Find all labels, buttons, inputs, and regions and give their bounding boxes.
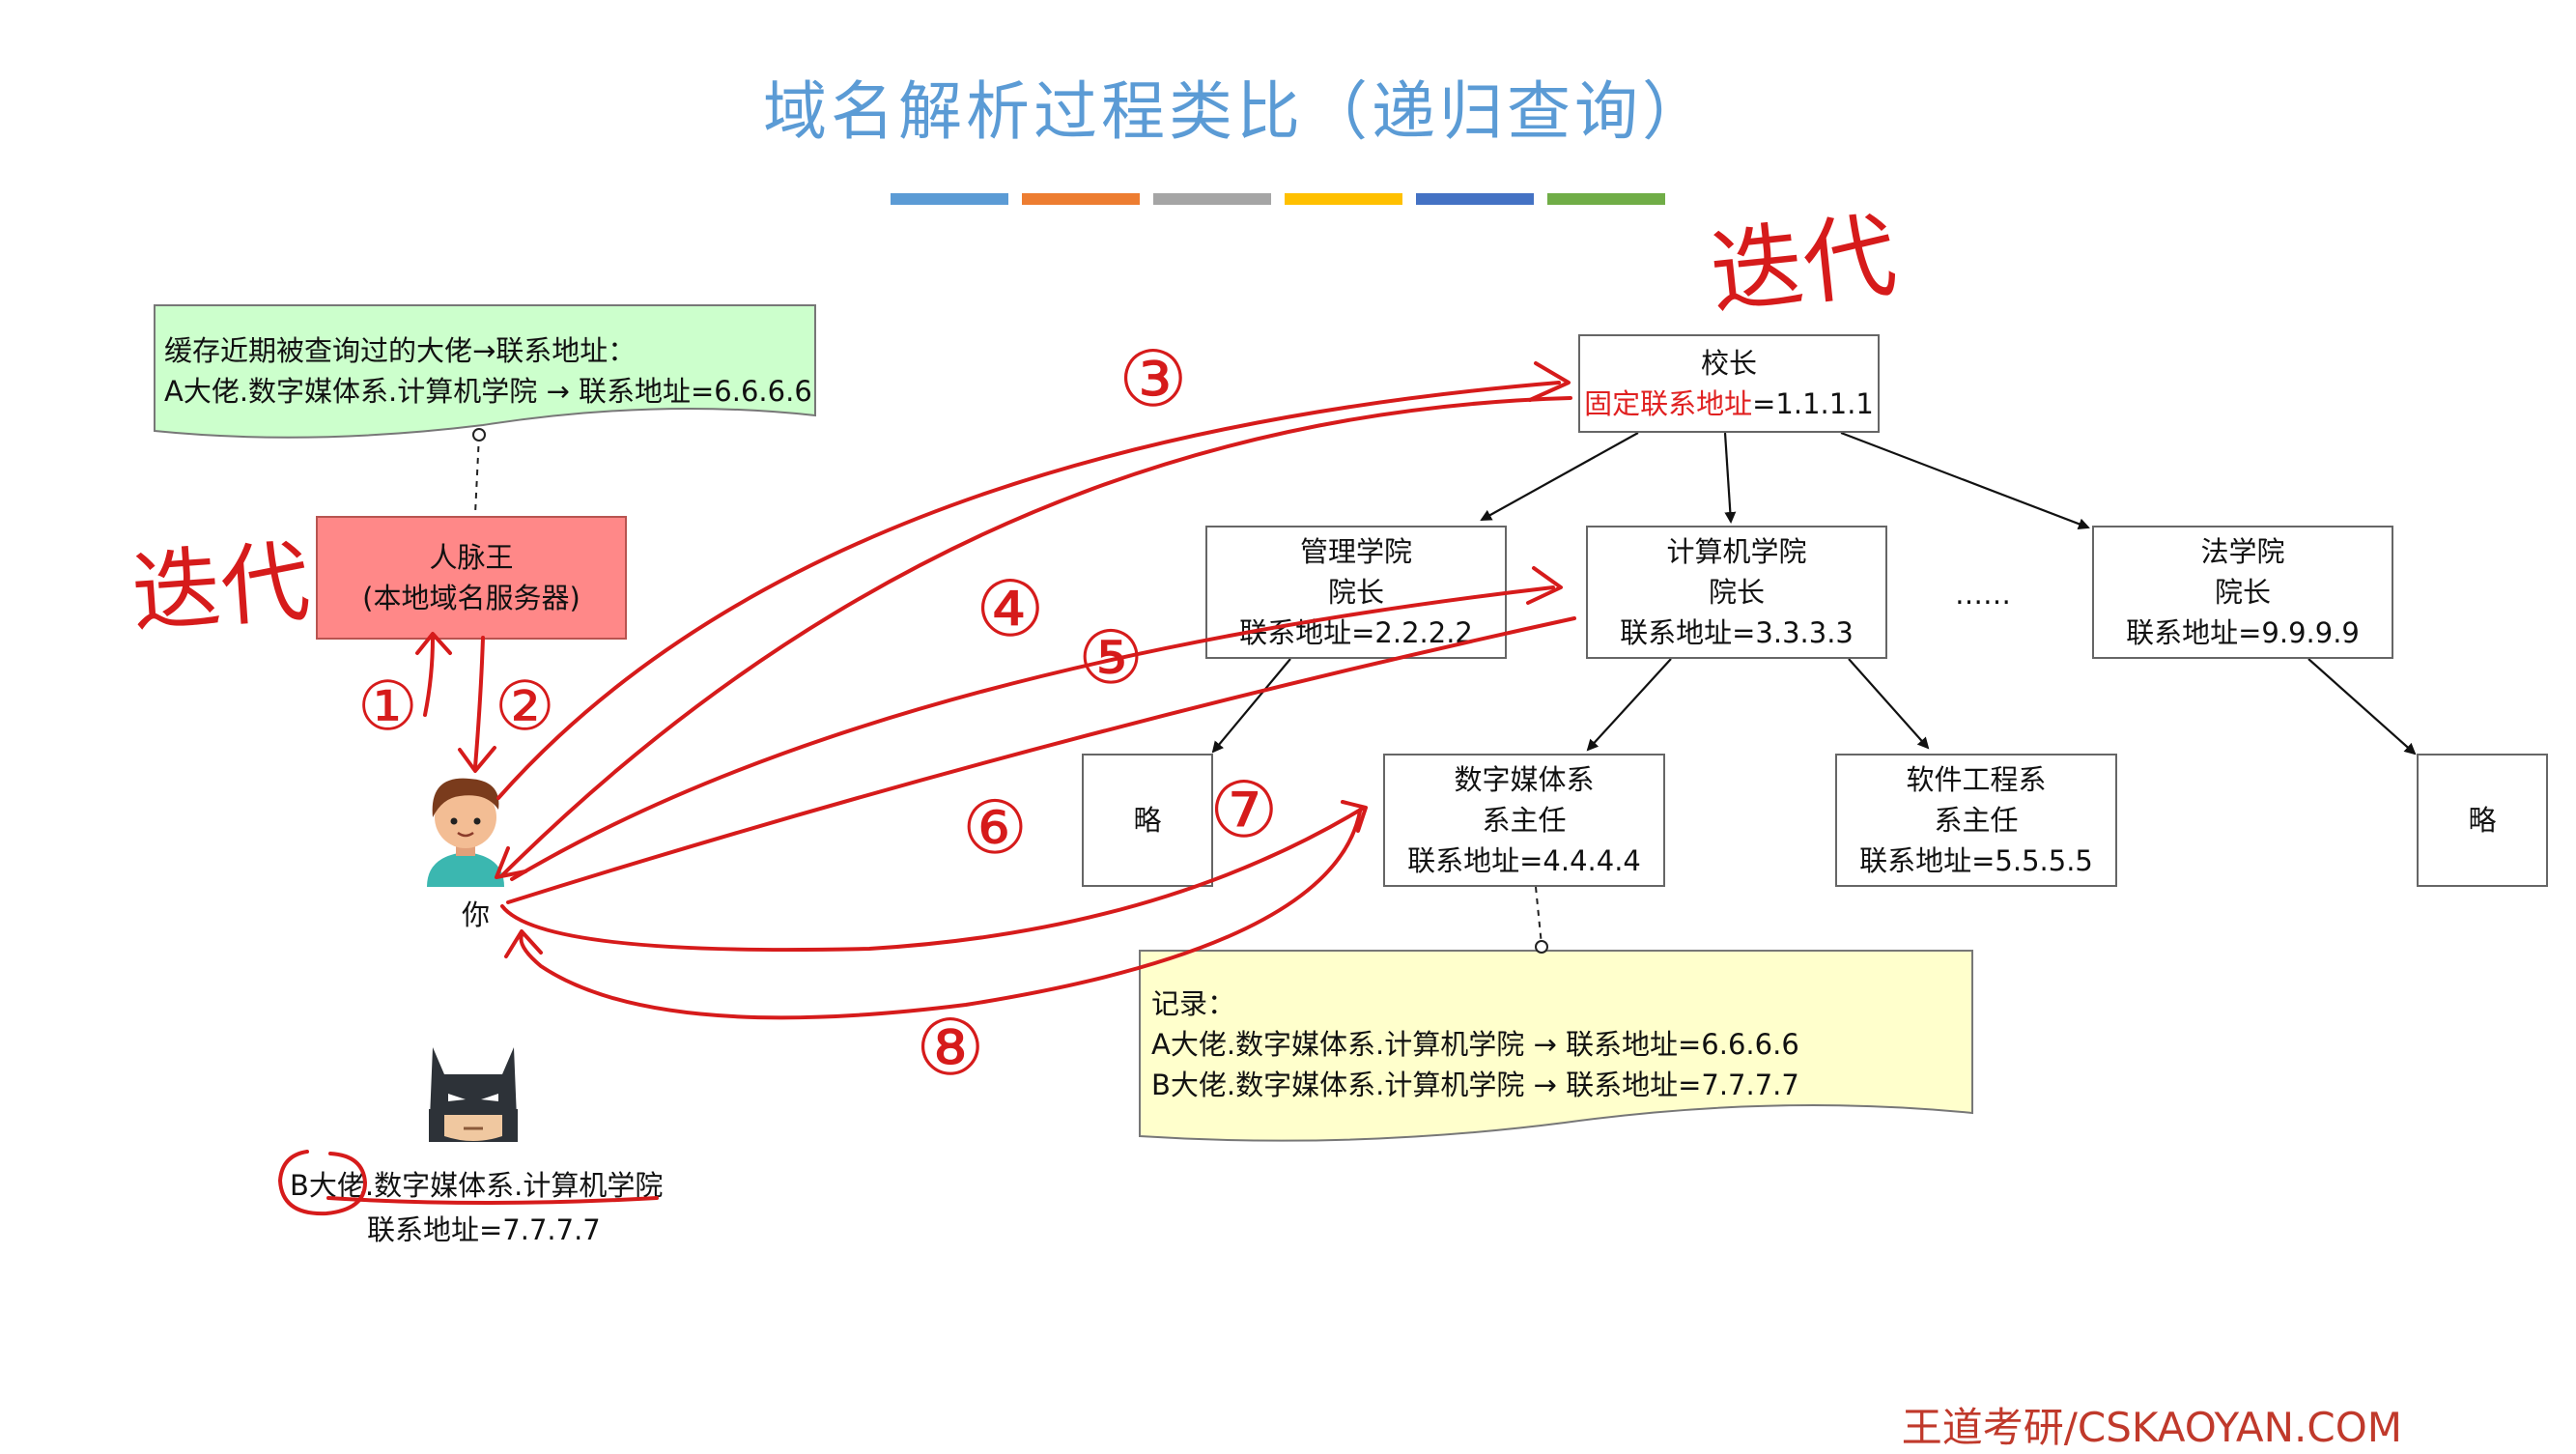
node-digital-media[interactable]: 数字媒体系 系主任 联系地址=4.4.4.4 xyxy=(1383,754,1665,887)
node-principal-address: 固定联系地址=1.1.1.1 xyxy=(1584,384,1874,424)
node-law-role: 院长 xyxy=(2214,576,2271,609)
node-software-engineering[interactable]: 软件工程系 系主任 联系地址=5.5.5.5 xyxy=(1835,754,2117,887)
target-name: B大佬.数字媒体系.计算机学院 xyxy=(290,1169,664,1202)
node-cs-address: 联系地址=3.3.3.3 xyxy=(1620,616,1854,649)
step-6-label: ⑥ xyxy=(962,784,1029,870)
node-se-title: 软件工程系 xyxy=(1906,763,2047,796)
node-principal[interactable]: 校长 固定联系地址=1.1.1.1 xyxy=(1578,334,1880,433)
node-law-child[interactable]: 略 xyxy=(2417,754,2548,887)
node-management-child-label: 略 xyxy=(1133,804,1162,837)
step-1-label: ① xyxy=(357,667,418,746)
node-management-college[interactable]: 管理学院 院长 联系地址=2.2.2.2 xyxy=(1205,526,1507,659)
target-address: 联系地址=7.7.7.7 xyxy=(367,1213,601,1246)
color-bar-2 xyxy=(1022,193,1140,205)
step-4-label: ④ xyxy=(976,564,1045,654)
color-bar-5 xyxy=(1416,193,1534,205)
tree-ellipsis: …… xyxy=(1955,578,2011,611)
cache-note: 缓存近期被查询过的大佬→联系地址： A大佬.数字媒体系.计算机学院 → 联系地址… xyxy=(164,330,812,412)
color-bar-3 xyxy=(1153,193,1271,205)
step-8-label: ⑧ xyxy=(916,1003,985,1093)
node-se-address: 联系地址=5.5.5.5 xyxy=(1859,844,2093,877)
color-bar-6 xyxy=(1547,193,1665,205)
you-label: 你 xyxy=(462,898,491,931)
node-law-title: 法学院 xyxy=(2200,535,2285,568)
step-7-label: ⑦ xyxy=(1209,765,1279,855)
color-bar-1 xyxy=(891,193,1008,205)
node-dm-title: 数字媒体系 xyxy=(1454,763,1595,796)
node-dm-address: 联系地址=4.4.4.4 xyxy=(1407,844,1641,877)
node-management-title: 管理学院 xyxy=(1299,535,1412,568)
node-cs-title: 计算机学院 xyxy=(1666,535,1807,568)
node-law-child-label: 略 xyxy=(2468,804,2497,837)
node-se-role: 系主任 xyxy=(1934,804,2019,837)
record-note-line3: B大佬.数字媒体系.计算机学院 → 联系地址=7.7.7.7 xyxy=(1151,1069,1799,1101)
record-note: 记录： A大佬.数字媒体系.计算机学院 → 联系地址=6.6.6.6 B大佬.数… xyxy=(1151,984,1799,1105)
color-bar-4 xyxy=(1285,193,1402,205)
fixed-address-value: =1.1.1.1 xyxy=(1752,387,1874,420)
local-dns-subtitle: (本地域名服务器) xyxy=(362,582,580,614)
footer-brand: 王道考研/CSKAOYAN.COM xyxy=(1901,1404,2402,1451)
record-note-line2: A大佬.数字媒体系.计算机学院 → 联系地址=6.6.6.6 xyxy=(1151,1028,1799,1061)
local-dns-name: 人脉王 xyxy=(429,541,514,574)
handwriting-iterate-left: 迭代 xyxy=(128,529,314,646)
record-note-line1: 记录： xyxy=(1151,987,1236,1020)
node-cs-college[interactable]: 计算机学院 院长 联系地址=3.3.3.3 xyxy=(1586,526,1887,659)
step-2-label: ② xyxy=(495,667,555,746)
cache-note-line2: A大佬.数字媒体系.计算机学院 → 联系地址=6.6.6.6 xyxy=(164,375,812,408)
node-management-child[interactable]: 略 xyxy=(1082,754,1213,887)
fixed-address-label: 固定联系地址 xyxy=(1584,387,1753,420)
node-principal-title: 校长 xyxy=(1700,347,1757,380)
step-5-label: ⑤ xyxy=(1078,614,1145,700)
local-dns-server-box[interactable]: 人脉王 (本地域名服务器) xyxy=(316,516,627,640)
handwriting-iterate-top: 迭代 xyxy=(1705,201,1902,328)
node-management-role: 院长 xyxy=(1327,576,1384,609)
cache-note-line1: 缓存近期被查询过的大佬→联系地址： xyxy=(164,334,637,367)
node-law-address: 联系地址=9.9.9.9 xyxy=(2126,616,2360,649)
node-dm-role: 系主任 xyxy=(1482,804,1567,837)
step-3-label: ③ xyxy=(1118,334,1188,424)
node-cs-role: 院长 xyxy=(1708,576,1765,609)
node-law-college[interactable]: 法学院 院长 联系地址=9.9.9.9 xyxy=(2092,526,2393,659)
node-management-address: 联系地址=2.2.2.2 xyxy=(1239,616,1473,649)
page-title: 域名解析过程类比（递归查询） xyxy=(763,74,1710,149)
